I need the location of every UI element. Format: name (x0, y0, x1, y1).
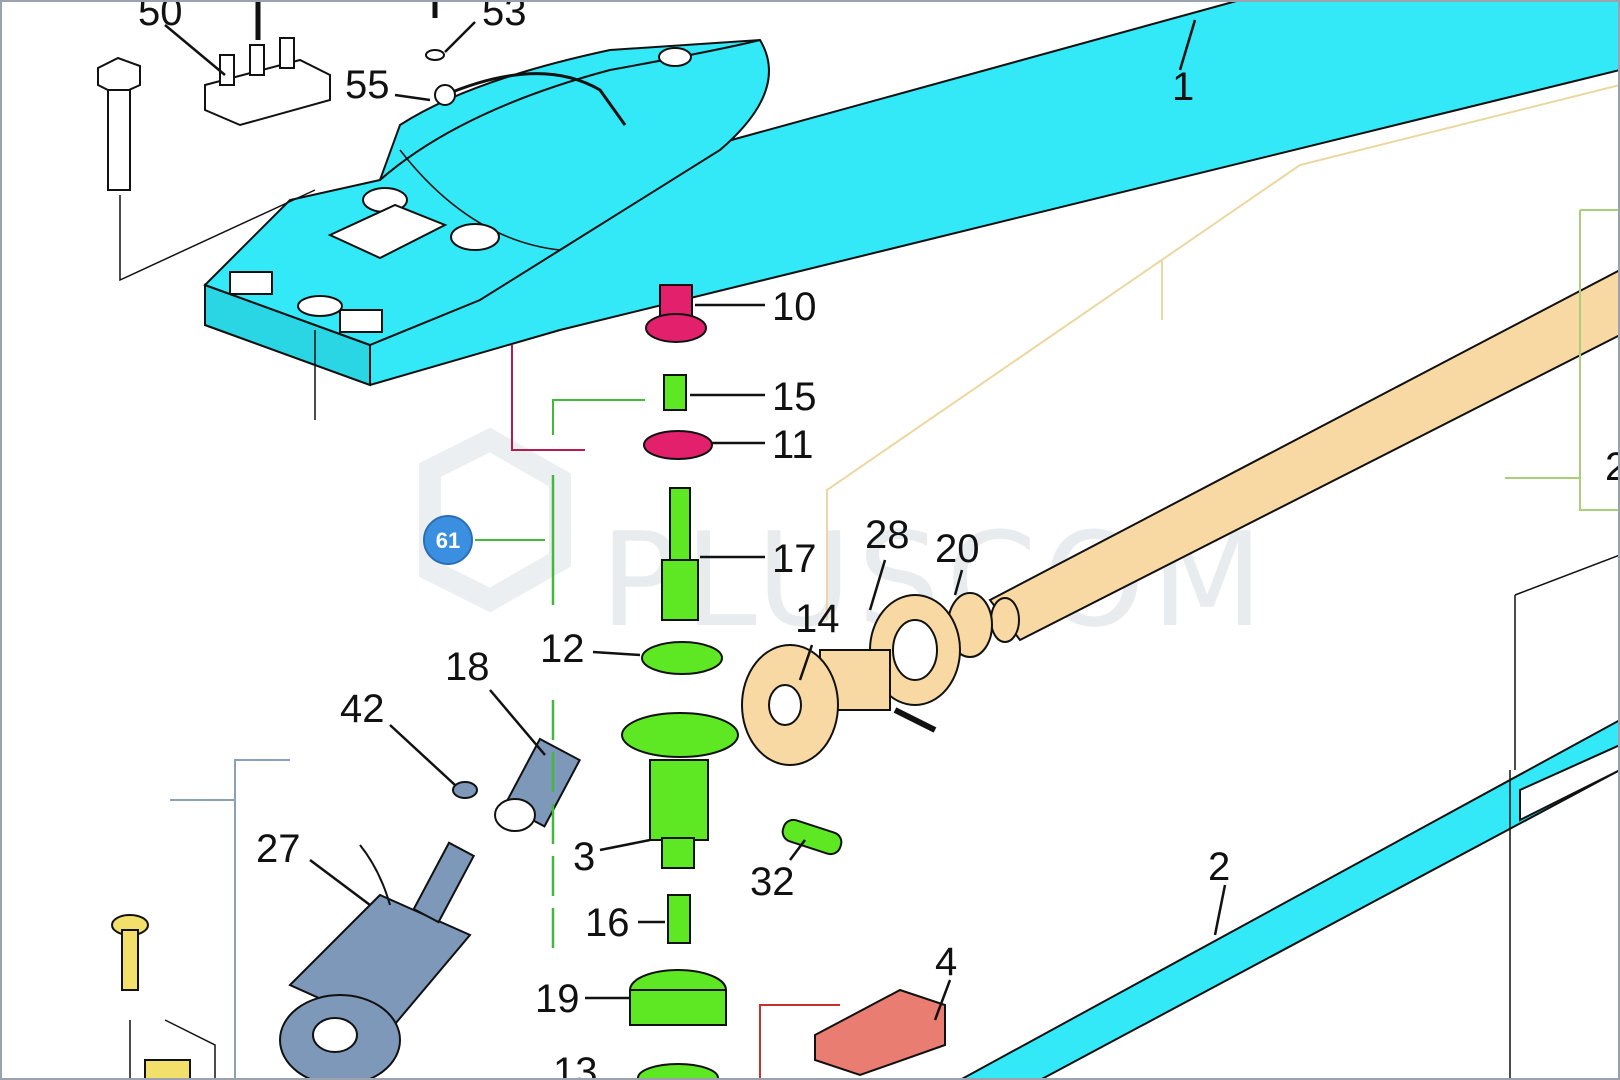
bolt-left (97, 56, 316, 420)
label-28: 28 (865, 513, 910, 557)
plate-part-4 (759, 988, 946, 1080)
part-16 (667, 894, 691, 944)
part-12 (641, 641, 723, 675)
bolt-yellow (111, 914, 216, 1080)
terminal-block-part-50 (204, 0, 445, 127)
guide-lines (170, 84, 1620, 1080)
label-1: 1 (1172, 65, 1194, 109)
part-3-gear (621, 712, 739, 758)
motor-assembly (279, 737, 582, 1080)
label-32: 32 (750, 860, 795, 904)
part-15 (663, 374, 687, 411)
badge-number: 61 (436, 528, 460, 553)
label-13: 13 (553, 1050, 598, 1080)
label-10: 10 (772, 285, 817, 329)
callout-badge: 61 (423, 515, 473, 565)
drive-shaft (741, 268, 1620, 766)
shaft-stack (621, 284, 843, 1080)
label-55: 55 (345, 63, 390, 107)
washer-part-53 (425, 49, 445, 61)
label-20: 20 (935, 527, 980, 571)
rail-part-2 (959, 554, 1620, 1080)
part-13 (637, 1063, 719, 1080)
label-19: 19 (535, 977, 580, 1021)
part-17 (669, 487, 691, 564)
label-3: 3 (573, 835, 595, 879)
label-17: 17 (772, 537, 817, 581)
label-2: 2 (1208, 845, 1230, 889)
watermark-logo-icon (419, 427, 571, 613)
label-15: 15 (772, 375, 817, 419)
label-42: 42 (340, 687, 385, 731)
label-12: 12 (540, 627, 585, 671)
badge-circle (423, 515, 473, 565)
label-16: 16 (585, 901, 630, 945)
part-3-shaft (649, 759, 709, 841)
label-50: 50 (138, 0, 183, 34)
part-11 (643, 430, 713, 460)
label-27: 27 (256, 827, 301, 871)
label-14: 14 (795, 597, 840, 641)
label-53: 53 (482, 0, 527, 34)
part-32 (781, 818, 843, 856)
label-2-edge: 2 (1605, 445, 1620, 489)
label-4: 4 (935, 940, 957, 984)
part-42 (452, 781, 478, 799)
label-11: 11 (772, 423, 814, 467)
housing-part-1 (203, 0, 1620, 387)
label-18: 18 (445, 645, 490, 689)
part-labels: 50 53 55 1 10 15 11 17 28 20 14 12 18 42… (138, 0, 1620, 1080)
leader-lines (164, 19, 1227, 1021)
